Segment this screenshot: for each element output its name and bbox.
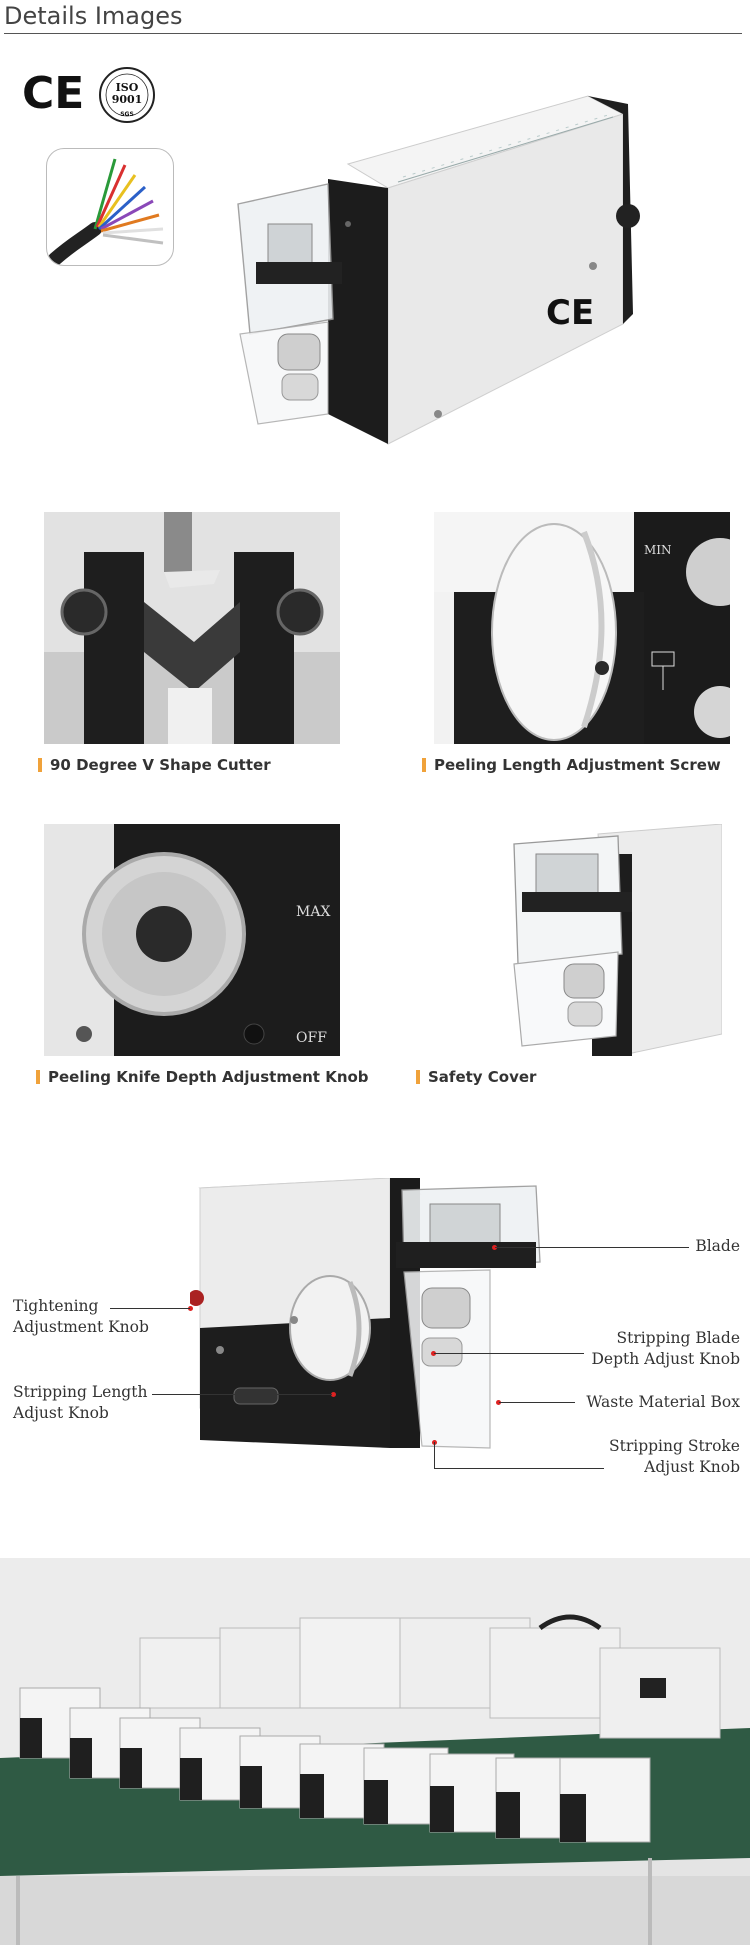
ce-mark-logo: CE [22,68,84,114]
peeling-length-dial-photo: MIN [434,512,730,744]
label-waste-material-box: Waste Material Box [586,1393,740,1411]
leader-line-blade [495,1247,689,1248]
callout-dot-waste-box [496,1400,501,1405]
callout-dot-blade [492,1245,497,1250]
multicore-cable-icon [48,158,164,265]
leader-line-stroke-vertical [434,1442,435,1468]
leader-line-tightening [110,1308,190,1309]
callout-dot-stripping-length [331,1392,336,1397]
iso-standard-text: ISO [116,81,139,94]
label-tightening-knob: Tightening Adjustment Knob [13,1297,149,1336]
dial-off-label: OFF [296,1030,327,1046]
machine-ce-mark: CE [546,293,594,333]
leader-line-waste-box [499,1402,575,1403]
leader-line-stripping-length [152,1394,332,1395]
page-title: Details Images [4,2,183,30]
caption-accent-bar [422,758,426,772]
title-divider [4,33,742,34]
caption-accent-bar [38,758,42,772]
iso-number-text: 9001 [112,93,143,106]
stripping-machine-hero: CE [237,95,640,445]
ce-mark-text: CE [22,68,84,114]
leader-line-stroke [434,1468,604,1469]
v-shape-cutter-photo [44,512,340,744]
dial-min-label: MIN [644,543,672,557]
product-lineup-photo [0,1558,750,1945]
caption-safety-cover: Safety Cover [416,1068,536,1086]
knife-depth-knob-photo: MAX OFF [44,824,340,1056]
labeled-machine-diagram [190,1178,541,1449]
iso-9001-logo: ISO 9001 SGS [99,67,155,123]
caption-text: Peeling Knife Depth Adjustment Knob [48,1068,369,1086]
cable-image-frame [46,148,174,266]
safety-cover-photo [508,824,722,1056]
label-blade: Blade [695,1237,740,1255]
leader-line-blade-depth [434,1353,584,1354]
iso-agency-text: SGS [120,111,134,118]
callout-dot-tightening [188,1306,193,1311]
caption-accent-bar [416,1070,420,1084]
caption-accent-bar [36,1070,40,1084]
label-stripping-length-knob: Stripping Length Adjust Knob [13,1383,148,1422]
label-stripping-stroke-knob: Stripping Stroke Adjust Knob [608,1437,740,1476]
dial-max-label: MAX [296,904,330,920]
caption-knife-depth: Peeling Knife Depth Adjustment Knob [36,1068,369,1086]
caption-text: Safety Cover [428,1068,537,1086]
caption-text: Peeling Length Adjustment Screw [434,756,721,774]
caption-text: 90 Degree V Shape Cutter [50,756,271,774]
caption-peeling-length: Peeling Length Adjustment Screw [422,756,721,774]
caption-v-shape-cutter: 90 Degree V Shape Cutter [38,756,271,774]
label-blade-depth-knob: Stripping Blade Depth Adjust Knob [591,1329,741,1368]
callout-dot-blade-depth [431,1351,436,1356]
